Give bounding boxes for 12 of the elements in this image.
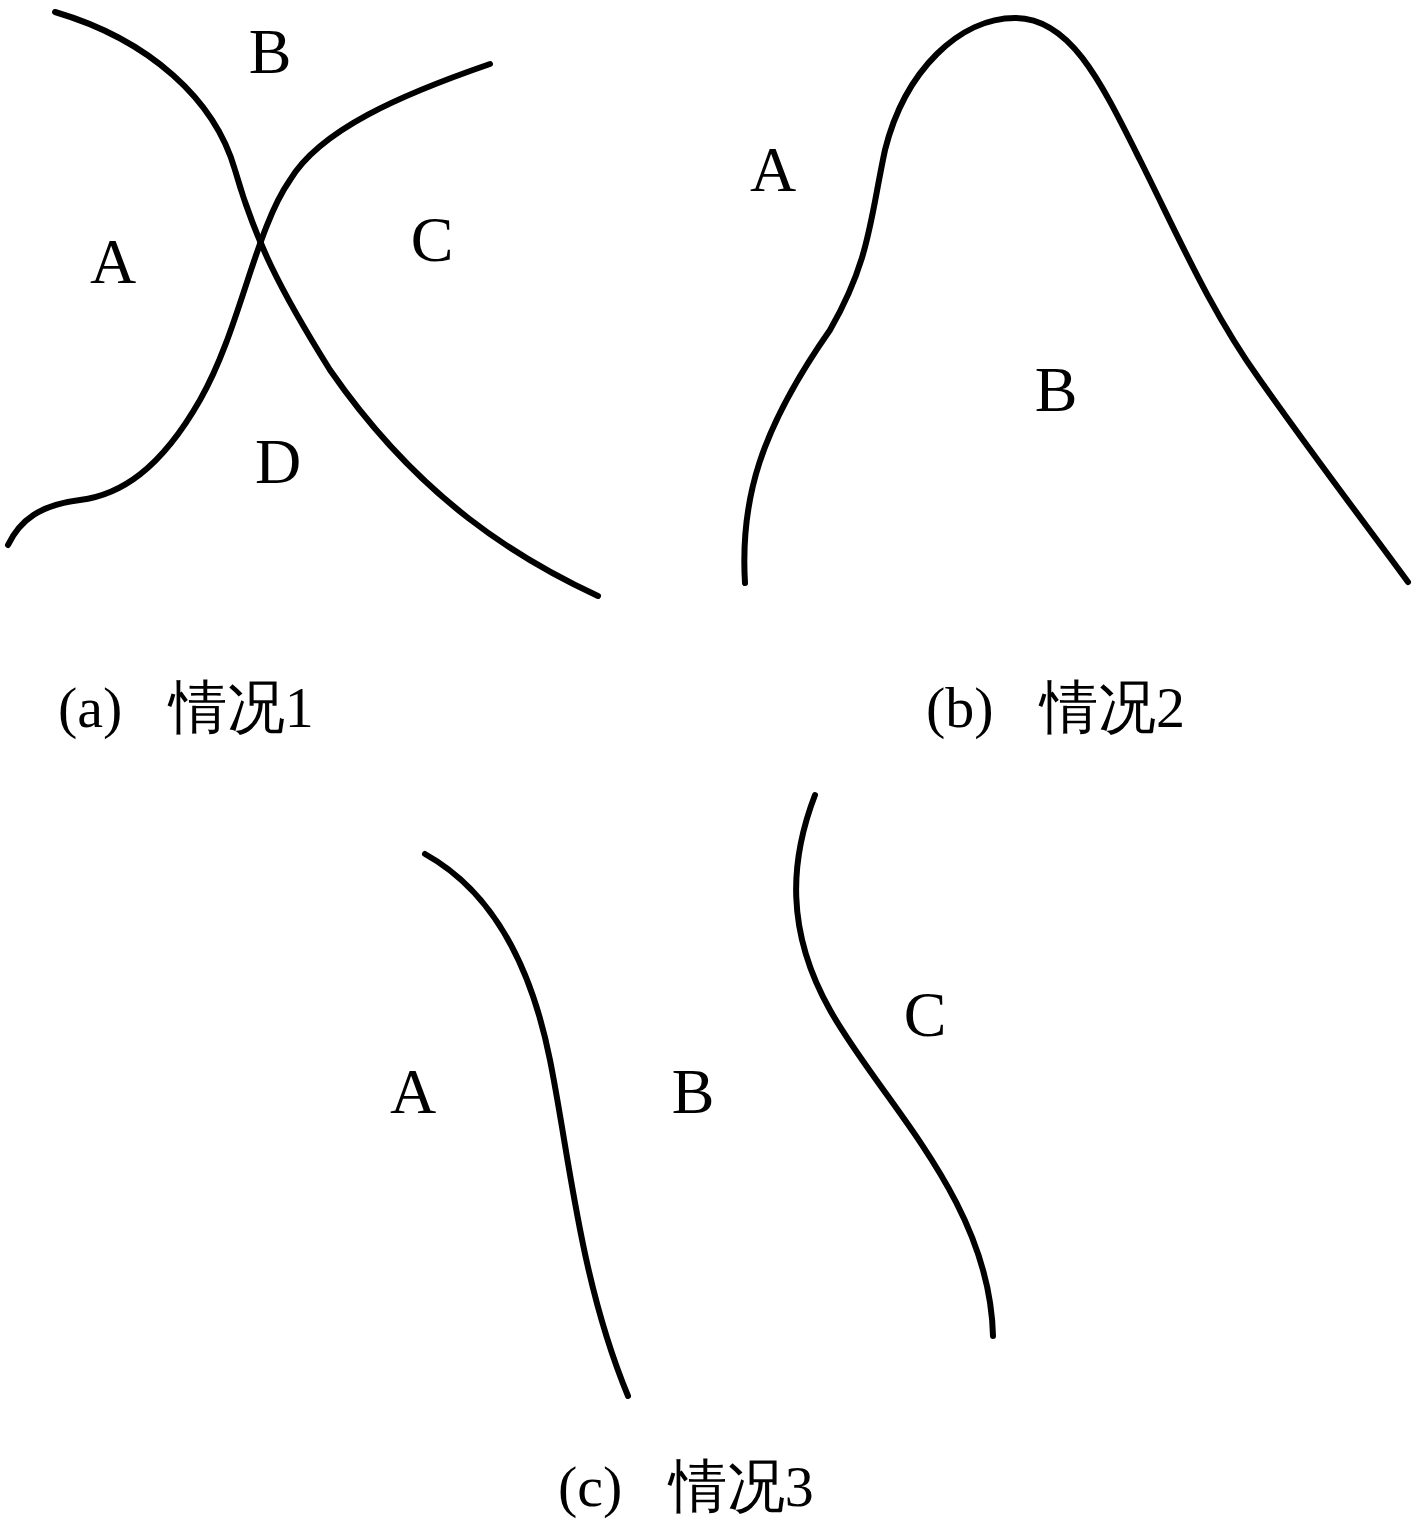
region-label: C [410,208,454,272]
region-label: B [1034,358,1078,422]
subfigure-caption: (c) 情况3 [558,1458,814,1516]
subfigure-caption: (b) 情况2 [926,679,1186,737]
region-label: B [248,20,292,84]
subfigure-caption: (a) 情况1 [58,679,314,737]
region-label: B [671,1060,715,1124]
region-label: C [903,983,947,1047]
region-label: A [749,138,797,202]
region-label: A [89,230,137,294]
region-label: A [389,1060,437,1124]
region-label: D [254,430,302,494]
